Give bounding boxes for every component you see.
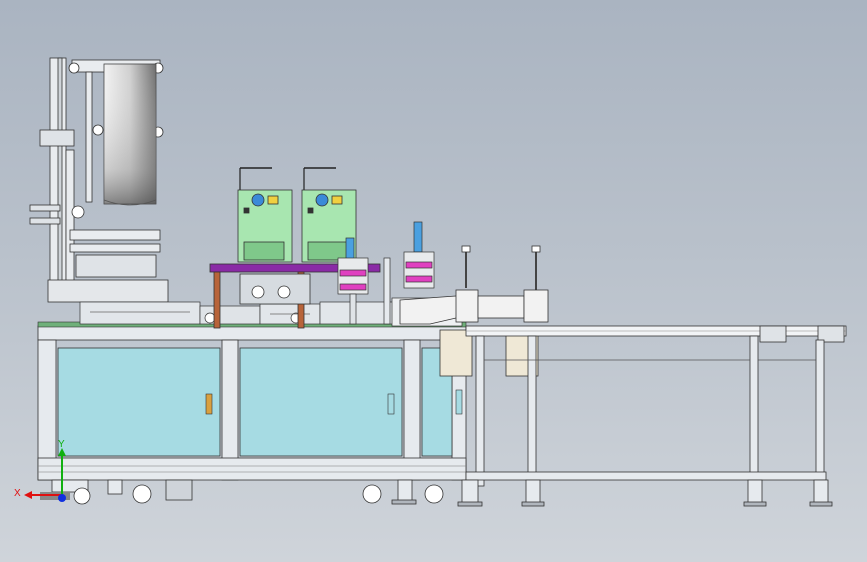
axis-triad — [24, 448, 70, 502]
z-axis-indicator — [58, 494, 66, 502]
x-axis-label: X — [14, 488, 21, 499]
cabinet-door-middle — [239, 347, 403, 457]
welding-module-1 — [237, 167, 293, 263]
cylinder-station-2 — [383, 221, 435, 325]
casters — [51, 479, 833, 507]
discharge-arm — [399, 245, 549, 325]
y-axis-label: Y — [58, 439, 65, 450]
unwind-stand — [29, 57, 169, 303]
cabinet-door-left — [57, 347, 221, 457]
y-axis-arrow-head — [58, 448, 66, 456]
purple-rail — [209, 263, 381, 329]
output-conveyor — [465, 325, 847, 487]
control-box-1 — [439, 329, 473, 377]
door-handle — [205, 393, 213, 415]
material-roll — [103, 63, 157, 206]
x-axis-arrow-head — [24, 491, 32, 499]
cylinder-station-1 — [337, 237, 369, 325]
door-handle — [387, 393, 395, 415]
